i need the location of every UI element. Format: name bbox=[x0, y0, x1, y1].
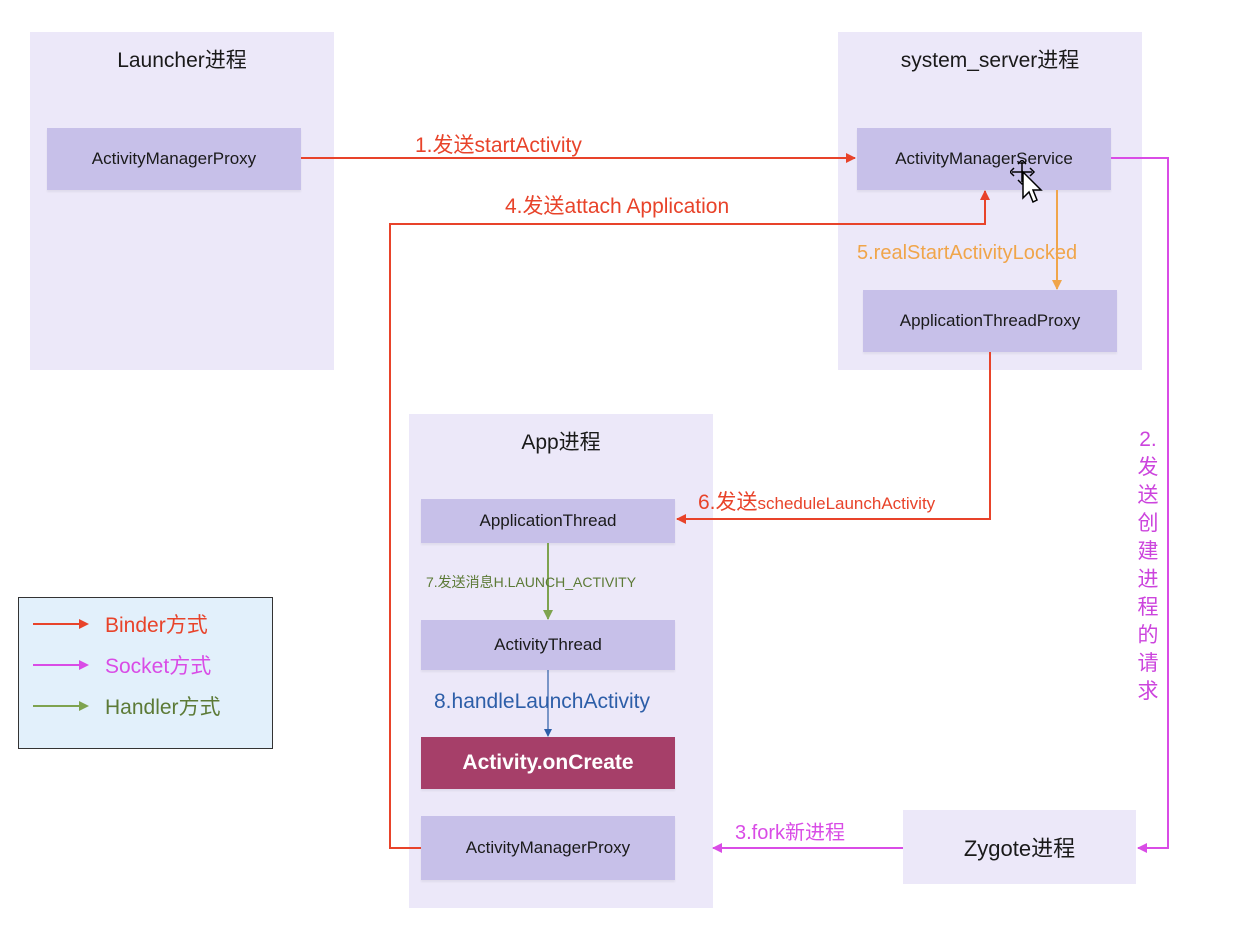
legend-handler: Handler方式 bbox=[31, 694, 221, 719]
application-thread-proxy: ApplicationThreadProxy bbox=[863, 290, 1117, 352]
arrow-4-attach-application bbox=[389, 190, 990, 849]
arrow-1-label: 1.发送startActivity bbox=[415, 134, 582, 157]
legend-binder-label: Binder方式 bbox=[105, 614, 208, 637]
arrow-6-label-suffix: scheduleLaunchActivity bbox=[757, 494, 936, 513]
arrow-6-schedule-launch bbox=[676, 352, 991, 524]
legend-socket-label: Socket方式 bbox=[105, 655, 212, 678]
arrow-4-label: 4.发送attach Application bbox=[505, 195, 730, 218]
zygote-process-box: Zygote进程 bbox=[903, 810, 1136, 884]
app-activity-manager-proxy: ActivityManagerProxy bbox=[421, 816, 675, 880]
legend-binder: Binder方式 bbox=[31, 612, 208, 637]
legend: Binder方式 Socket方式 Handler方式 bbox=[18, 597, 273, 749]
arrow-5-label: 5.realStartActivityLocked bbox=[857, 242, 1078, 264]
app-process-title: App进程 bbox=[521, 431, 601, 454]
launcher-process-title: Launcher进程 bbox=[117, 49, 247, 72]
launcher-process-panel: Launcher进程 bbox=[30, 32, 334, 370]
launcher-activity-manager-proxy: ActivityManagerProxy bbox=[47, 128, 301, 190]
mouse-cursor-icon bbox=[1010, 160, 1043, 204]
legend-handler-label: Handler方式 bbox=[105, 696, 221, 719]
handler-arrow-icon bbox=[33, 701, 89, 711]
activity-manager-service: ActivityManagerService bbox=[857, 128, 1111, 190]
socket-arrow-icon bbox=[33, 660, 89, 670]
arrow-6-label: 6.发送scheduleLaunchActivity bbox=[698, 486, 935, 516]
system-server-process-title: system_server进程 bbox=[900, 49, 1080, 72]
activity-thread: ActivityThread bbox=[421, 620, 675, 670]
legend-socket: Socket方式 bbox=[31, 653, 212, 678]
arrow-3-label: 3.fork新进程 bbox=[735, 822, 846, 844]
arrow-2-create-process bbox=[1111, 157, 1169, 853]
arrow-6-label-prefix: 6.发送 bbox=[698, 491, 758, 514]
activity-on-create: Activity.onCreate bbox=[421, 737, 675, 789]
arrow-8-label: 8.handleLaunchActivity bbox=[434, 690, 650, 713]
binder-arrow-icon bbox=[33, 619, 89, 629]
arrow-2-label: 2.发送创建进程的请求 bbox=[1137, 428, 1159, 703]
arrow-7-label: 7.发送消息H.LAUNCH_ACTIVITY bbox=[426, 574, 637, 590]
application-thread: ApplicationThread bbox=[421, 499, 675, 543]
